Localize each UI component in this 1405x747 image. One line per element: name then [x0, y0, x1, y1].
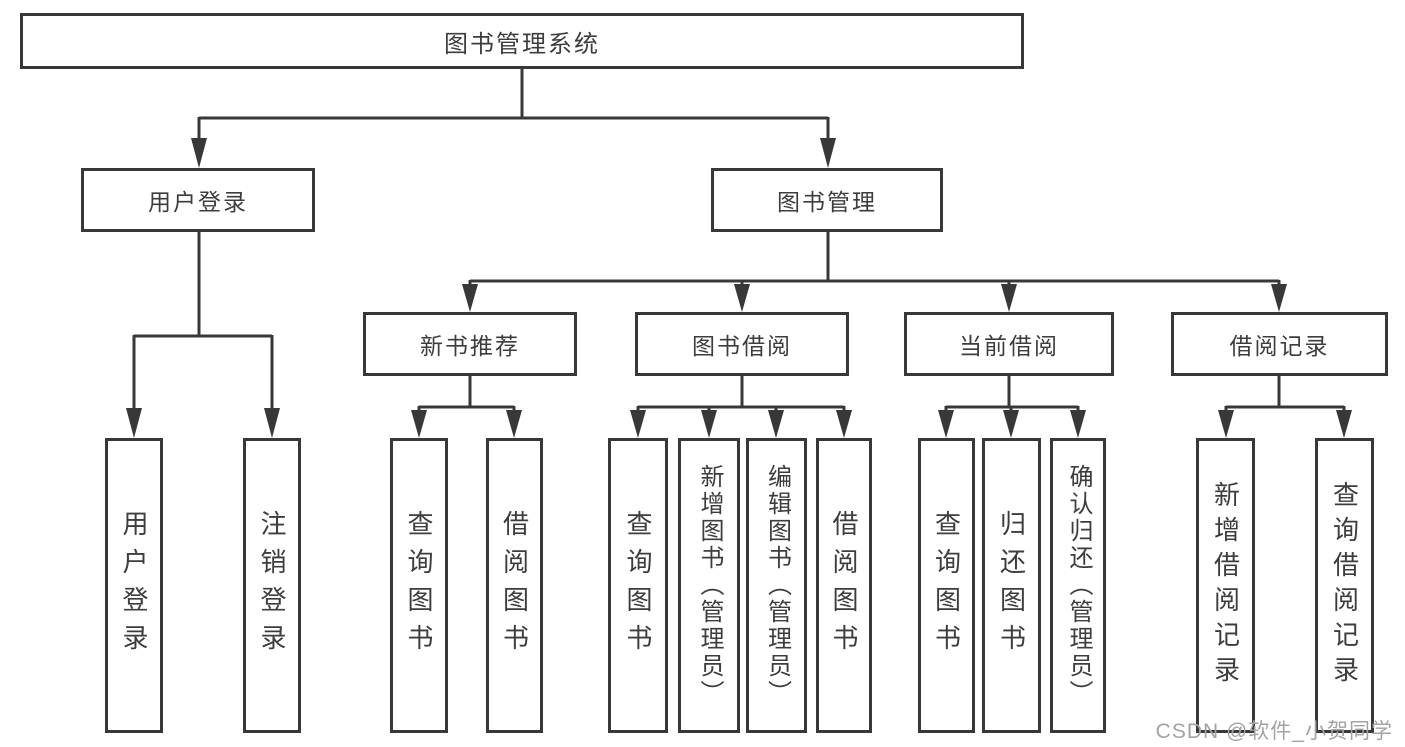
node-label: 查询图书: [931, 509, 962, 662]
node-label: 借阅图书: [829, 509, 859, 662]
node-new-book-recommend: 新书推荐: [363, 312, 577, 376]
node-user-login-branch: 用户登录: [81, 168, 315, 232]
node-label: 图书管理: [777, 189, 877, 215]
node-label: 借阅图书: [499, 509, 530, 662]
leaf-return-books: 归还图书: [982, 438, 1041, 733]
node-borrow-records: 借阅记录: [1171, 312, 1388, 376]
node-label: 借阅记录: [1229, 333, 1330, 359]
node-label: 当前借阅: [959, 333, 1059, 359]
node-label: 新增图书（管理员）: [696, 464, 723, 707]
leaf-user-login: 用户登录: [105, 438, 163, 733]
leaf-add-borrow-record: 新增借阅记录: [1196, 438, 1255, 733]
node-label: 图书借阅: [692, 333, 792, 359]
node-label: 新书推荐: [420, 333, 520, 359]
leaf-borrow-books: 借阅图书: [816, 438, 872, 733]
leaf-query-books-recommend: 查询图书: [390, 438, 448, 733]
leaf-borrow-books-recommend: 借阅图书: [486, 438, 543, 733]
node-label: 查询图书: [623, 509, 653, 662]
node-book-management: 图书管理: [711, 168, 943, 232]
leaf-query-books-borrow: 查询图书: [608, 438, 668, 733]
node-label: 编辑图书（管理员）: [763, 464, 791, 707]
node-label: 确认归还（管理员）: [1065, 464, 1092, 707]
node-label: 查询借阅记录: [1329, 480, 1360, 691]
node-label: 用户登录: [119, 509, 149, 662]
node-label: 归还图书: [996, 509, 1027, 662]
leaf-logout: 注销登录: [243, 438, 301, 733]
node-label: 用户登录: [148, 189, 248, 215]
leaf-edit-books-admin: 编辑图书（管理员）: [746, 438, 807, 733]
node-book-borrow: 图书借阅: [635, 312, 849, 376]
leaf-query-borrow-record: 查询借阅记录: [1315, 438, 1374, 733]
leaf-confirm-return-admin: 确认归还（管理员）: [1050, 438, 1106, 733]
leaf-query-books-current: 查询图书: [918, 438, 975, 733]
node-current-borrow: 当前借阅: [904, 312, 1114, 376]
node-label: 新增借阅记录: [1210, 480, 1241, 691]
node-library-management-system: 图书管理系统: [20, 13, 1024, 69]
node-label: 图书管理系统: [444, 30, 600, 58]
node-label: 注销登录: [257, 509, 287, 662]
watermark: CSDN @软件_小贺同学: [1155, 720, 1393, 743]
arrowheads: [126, 138, 1352, 438]
leaf-add-books-admin: 新增图书（管理员）: [678, 438, 740, 733]
node-label: 查询图书: [404, 509, 434, 662]
